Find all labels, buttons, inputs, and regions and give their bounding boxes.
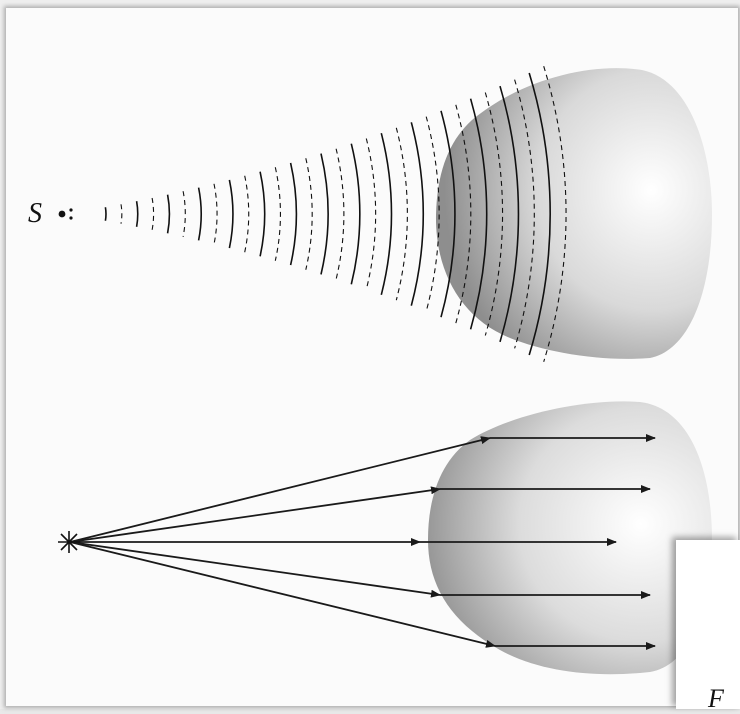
wavefront-solid <box>411 122 423 305</box>
star-source-icon <box>58 531 80 553</box>
source-point <box>59 211 66 218</box>
source-dot-upper <box>69 208 72 211</box>
wavefront-dashed <box>366 139 375 290</box>
source-dot-lower <box>69 216 72 219</box>
wavefront-solid <box>291 163 297 265</box>
wavefront-solid <box>137 201 138 227</box>
wavefront-solid <box>260 172 265 257</box>
wavefront-solid <box>321 154 328 275</box>
wavefront-solid <box>105 207 106 221</box>
wavefront-dashed <box>336 149 344 280</box>
wavefront-dashed <box>396 128 407 300</box>
wavefront-dashed <box>121 204 122 223</box>
wavefront-solid <box>381 133 391 295</box>
wavefront-dashed <box>306 158 312 269</box>
top-lens <box>436 68 712 359</box>
source-label: S <box>28 198 42 229</box>
wavefront-solid <box>168 195 170 234</box>
wavefront-dashed <box>183 191 185 237</box>
wavefront-solid <box>199 188 202 241</box>
wavefront-solid <box>351 144 360 285</box>
wavefront-dashed <box>152 198 153 230</box>
wavefront-dashed <box>245 176 249 252</box>
card-corner-label: F <box>708 684 724 714</box>
wavefront-dashed <box>214 184 217 244</box>
wavefront-dashed <box>275 167 280 260</box>
wavefront-solid <box>229 180 233 248</box>
